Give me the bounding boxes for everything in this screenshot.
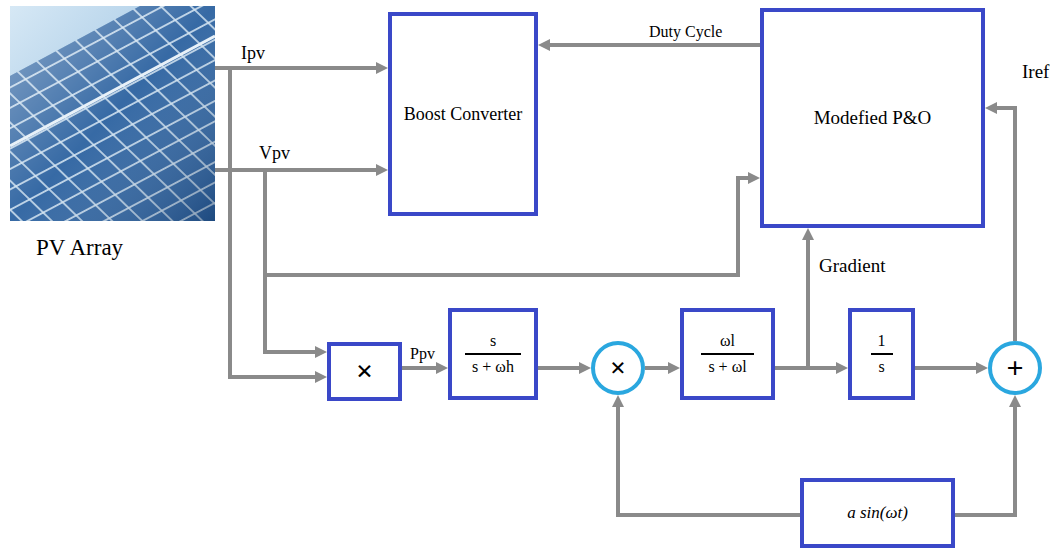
process-box: Boost Converter	[388, 12, 538, 216]
fraction-term: ωl	[701, 332, 753, 355]
block-label: PV Array	[36, 235, 123, 261]
block-label: Modefied P&O	[814, 107, 932, 129]
signal-line	[645, 366, 670, 370]
fraction-term: s + ωh	[465, 355, 521, 376]
summing-junction: +	[988, 341, 1042, 395]
signal-label: Vpv	[258, 144, 291, 162]
signal-source-box: a sin(ωt)	[800, 478, 955, 548]
pv-panel-illustration	[10, 6, 215, 221]
signal-line	[215, 68, 317, 377]
process-box: Modefied P&O	[760, 8, 985, 228]
fraction-term: s	[465, 332, 521, 355]
signal-line	[548, 43, 760, 47]
integrator-box: 1s	[848, 308, 915, 400]
signal-line	[806, 238, 810, 368]
fraction: ss + ωh	[465, 332, 521, 377]
fraction-term: s	[871, 355, 893, 376]
fraction-term: 1	[871, 332, 893, 355]
fraction: 1s	[871, 332, 893, 377]
multiplier-junction: ×	[591, 341, 645, 395]
block-label: ×	[356, 354, 373, 389]
block-label: ×	[610, 352, 626, 384]
signal-line	[915, 366, 978, 370]
multiplier-box: ×	[327, 342, 402, 401]
fraction: ωls + ωl	[701, 332, 753, 377]
signal-line	[402, 366, 438, 370]
transfer-function-box: ωls + ωl	[680, 308, 775, 400]
signal-label: Iref	[1021, 62, 1050, 81]
signal-label: Duty Cycle	[648, 24, 723, 40]
block-label: +	[1006, 351, 1023, 386]
signal-label: Ppv	[409, 346, 436, 362]
signal-line	[995, 108, 1015, 341]
fraction-term: s + ωl	[701, 355, 753, 376]
signal-line	[538, 366, 581, 370]
signal-line	[215, 66, 378, 70]
signal-label: Ipv	[240, 44, 266, 62]
block-label: Boost Converter	[404, 104, 523, 125]
block-label: a sin(ωt)	[847, 503, 908, 523]
pv-array: PV Array	[10, 6, 215, 221]
signal-line	[955, 405, 1015, 515]
signal-label: Gradient	[818, 256, 886, 275]
transfer-function-box: ss + ωh	[448, 308, 538, 400]
signal-line	[618, 405, 800, 515]
